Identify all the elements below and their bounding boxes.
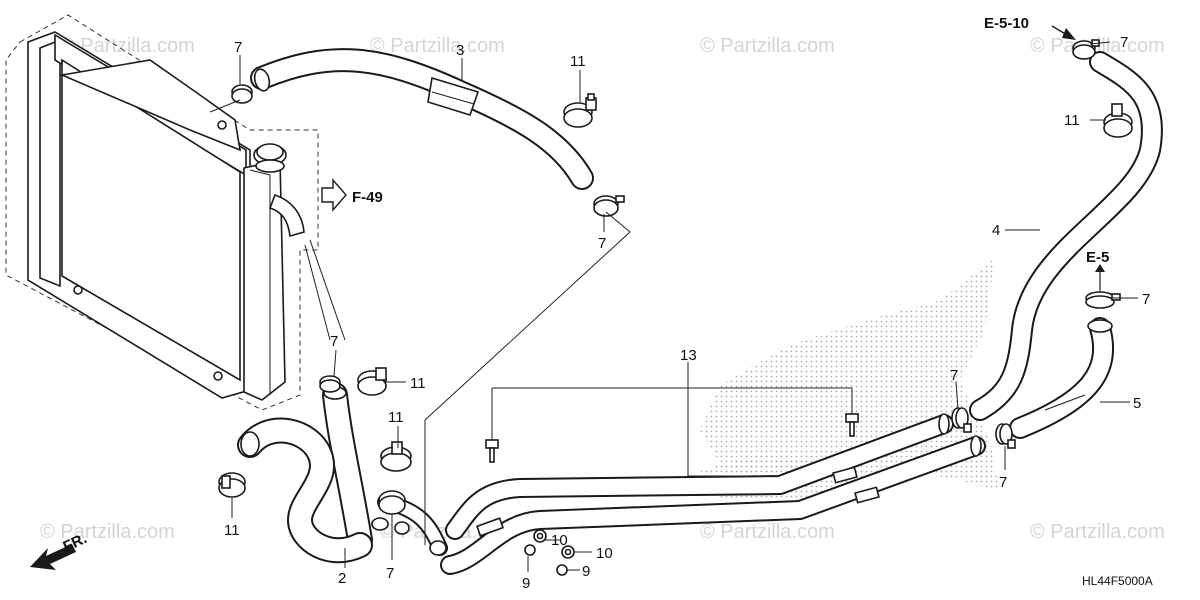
bolt-icon (556, 564, 568, 576)
washer-icon (561, 545, 575, 559)
ref-e510-label: E-5-10 (984, 15, 1029, 32)
callout-11: 11 (388, 409, 404, 426)
right-short-hose (1009, 317, 1115, 439)
callout-4: 4 (992, 222, 1000, 239)
callout-10: 10 (596, 545, 613, 562)
upper-radiator-hose (250, 48, 594, 190)
band-clamp-icon (563, 93, 597, 128)
band-clamp-icon (378, 490, 406, 515)
clamp-icon (995, 423, 1016, 449)
radiator (27, 31, 305, 401)
watermark-text: © Partzilla.com (40, 521, 175, 543)
callout-13: 13 (680, 347, 697, 364)
callout-11: 11 (410, 375, 426, 392)
callout-7: 7 (386, 565, 394, 582)
watermark-text: © Partzilla.com (370, 35, 505, 57)
reference-e5: E-5 (1086, 249, 1109, 290)
callout-5: 5 (1133, 395, 1141, 412)
bolt-icon (524, 544, 536, 556)
clamp-icon (951, 407, 972, 433)
watermark-text: © Partzilla.com (700, 521, 835, 543)
callout-7: 7 (999, 474, 1007, 491)
callout-11: 11 (224, 522, 240, 539)
callout-7: 7 (1142, 291, 1150, 308)
lower-radiator-hose (237, 382, 373, 564)
leader-lines (209, 41, 1138, 572)
ref-f49-label: F-49 (352, 189, 383, 206)
callouts: 7 3 11 7 7 11 4 7 5 7 11 11 11 2 7 7 7 1… (224, 34, 1150, 592)
arrow-icon (30, 544, 76, 570)
clamp-icon (1085, 291, 1121, 309)
callout-10: 10 (551, 532, 568, 549)
callout-7: 7 (234, 39, 242, 56)
watermark-text: © Partzilla.com (60, 35, 195, 57)
callout-2: 2 (338, 570, 346, 587)
water-pipe-assembly (440, 413, 986, 575)
reference-arrow-f49: F-49 (321, 178, 383, 212)
clamp-icon (371, 517, 389, 531)
callout-11: 11 (570, 53, 586, 70)
callout-7: 7 (598, 235, 606, 252)
hose-clamps-7 (231, 39, 1121, 531)
watermark-text: © Partzilla.com (700, 35, 835, 57)
callout-3: 3 (456, 42, 464, 59)
band-clamp-icon (357, 367, 387, 396)
right-return-hose (969, 51, 1163, 421)
diagram-code: HL44F5000A (1082, 574, 1153, 588)
callout-7: 7 (1120, 34, 1128, 51)
clamp-icon (593, 195, 625, 217)
bolts (485, 413, 859, 576)
washer-icon (533, 529, 547, 543)
callout-7: 7 (330, 333, 338, 350)
band-clamp-icon (380, 441, 412, 472)
hose-clamps-11 (218, 93, 1133, 515)
callout-9: 9 (522, 575, 530, 592)
callout-7: 7 (950, 367, 958, 384)
clamp-icon (319, 375, 341, 393)
watermark-text: © Partzilla.com (1030, 521, 1165, 543)
bolt-icon (485, 439, 499, 463)
band-clamp-icon (1103, 103, 1133, 138)
callout-11: 11 (1064, 112, 1080, 129)
callout-9: 9 (582, 563, 590, 580)
ref-e5-label: E-5 (1086, 249, 1109, 266)
reference-e510: E-5-10 (984, 15, 1076, 40)
clamp-icon (231, 84, 253, 104)
band-clamp-icon (218, 472, 246, 498)
